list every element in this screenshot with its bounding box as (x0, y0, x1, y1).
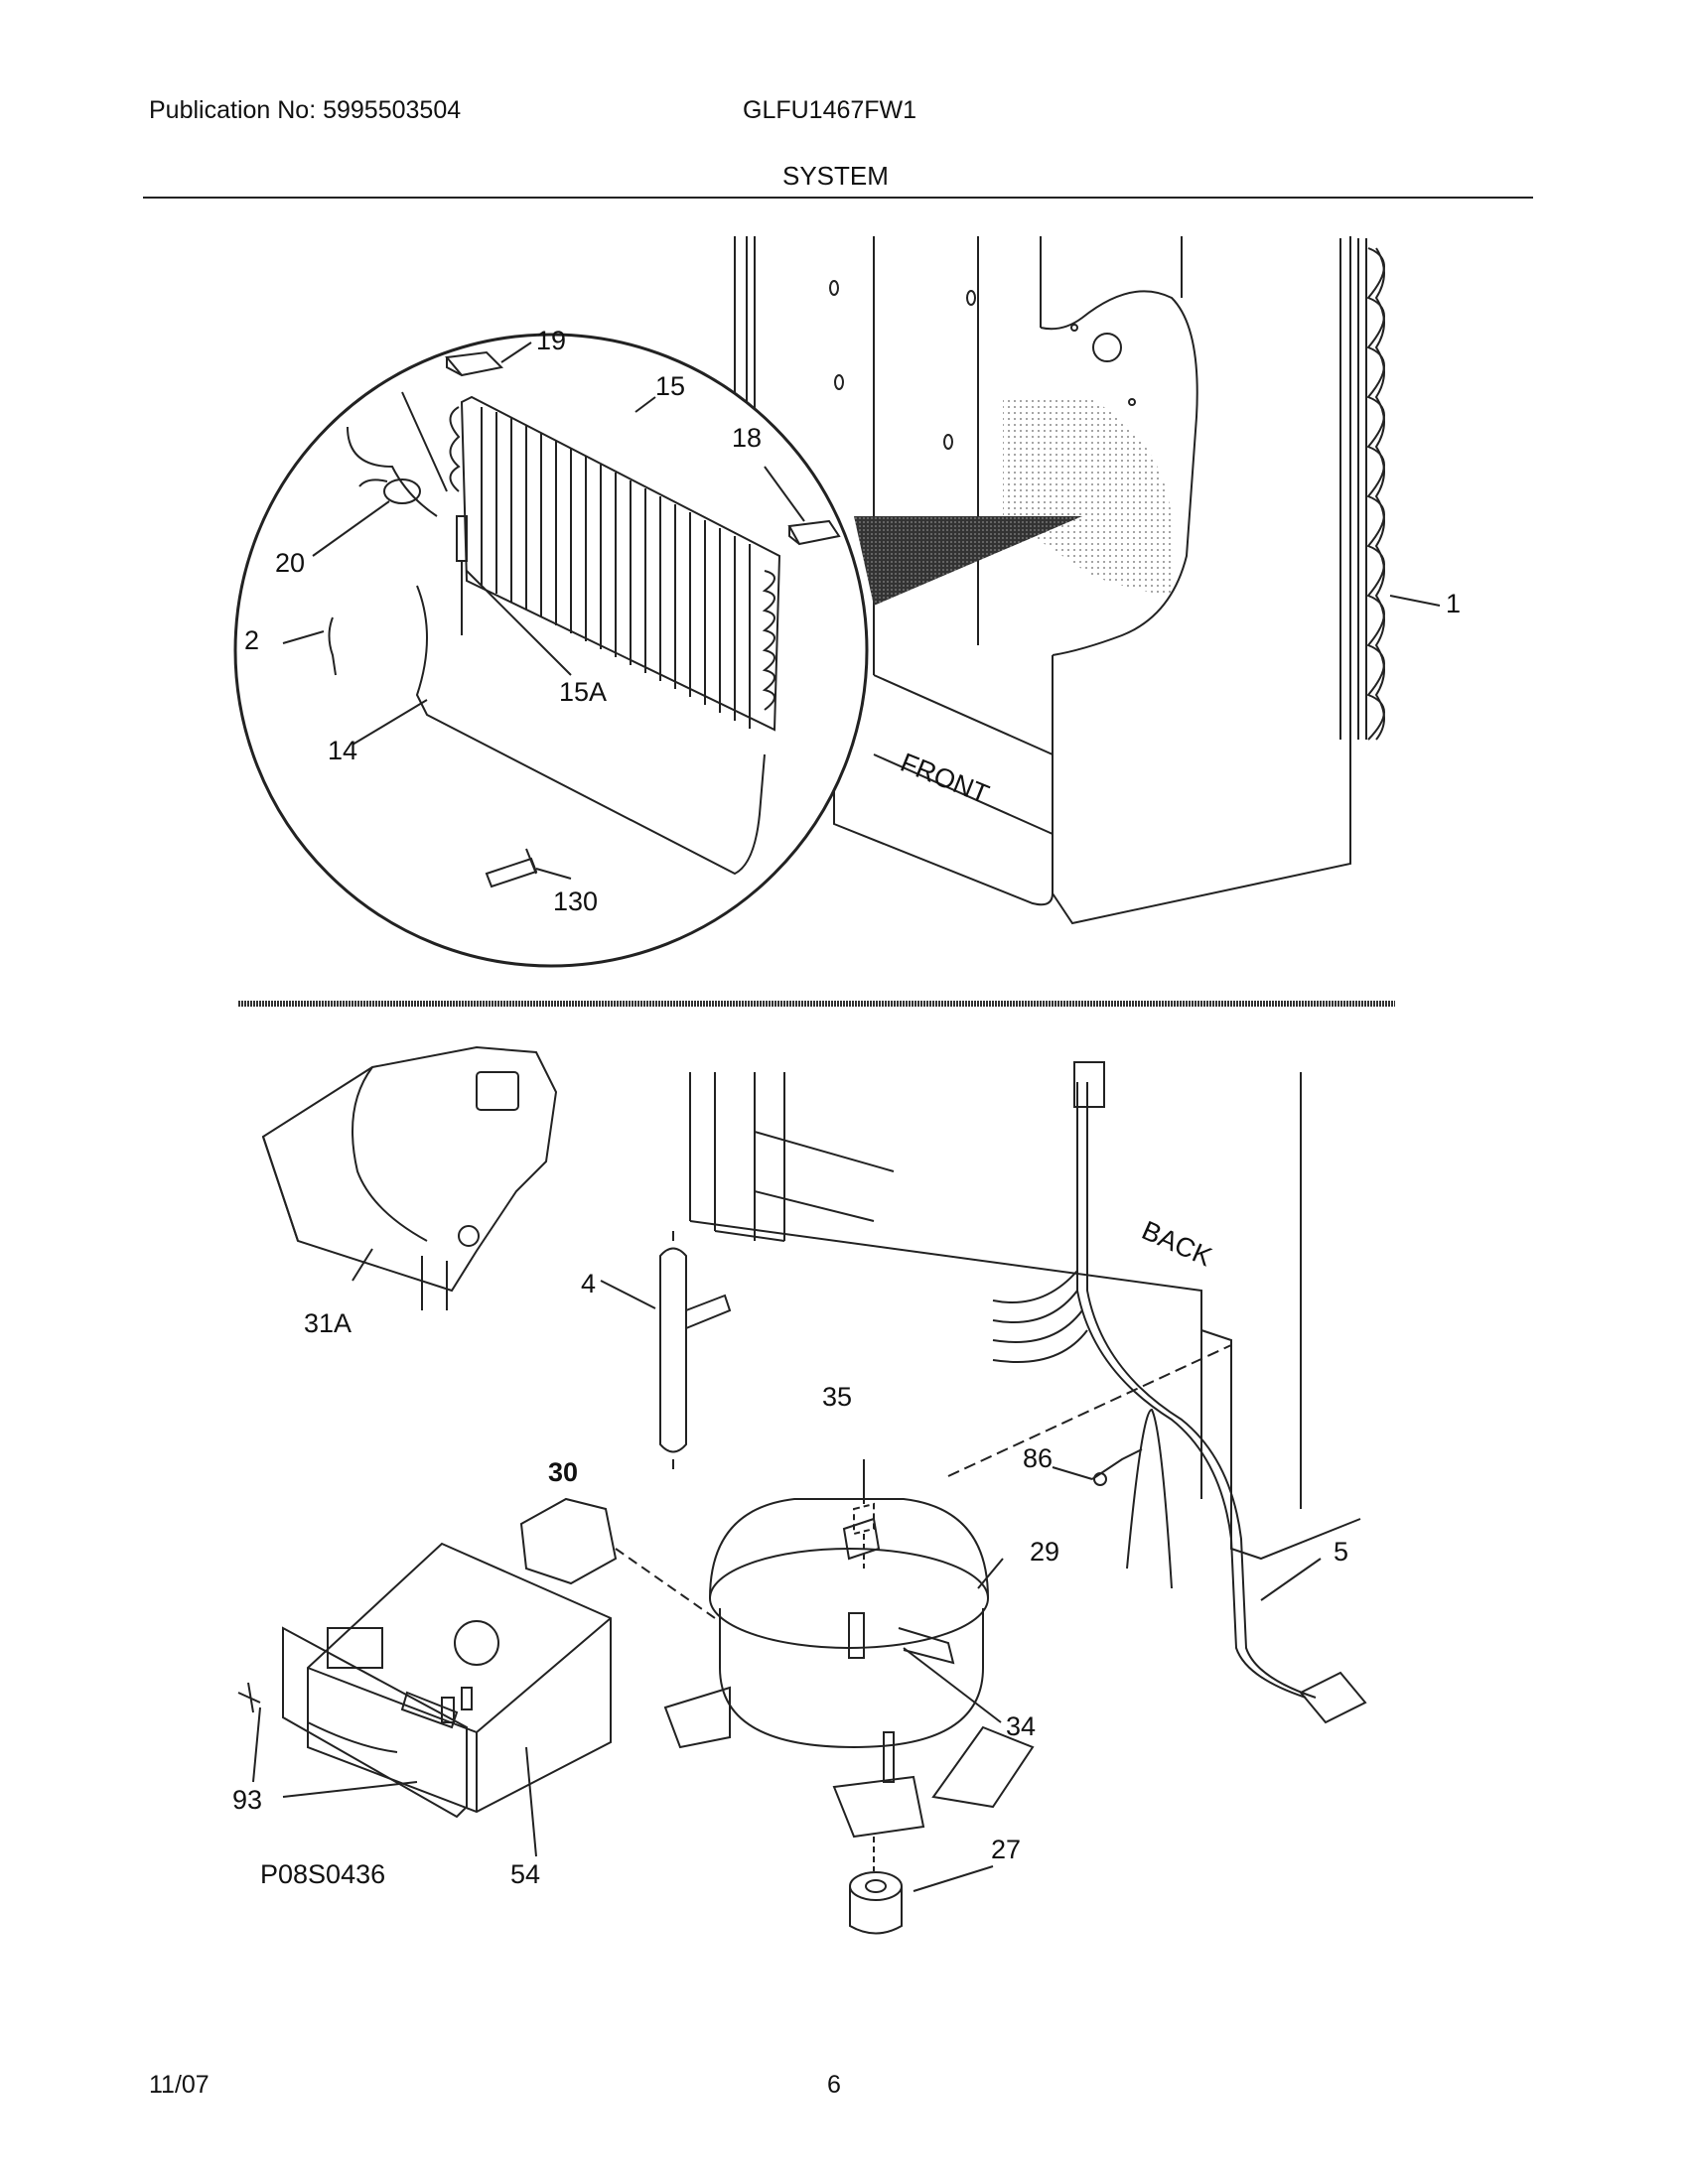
section-title: SYSTEM (782, 161, 889, 191)
callout-130: 130 (553, 887, 598, 916)
callout-34: 34 (1006, 1711, 1036, 1741)
callout-31A: 31A (304, 1308, 352, 1338)
filter-drier (659, 1231, 732, 1469)
control-box (282, 1542, 612, 1819)
callout-20: 20 (275, 548, 305, 578)
upper-view: FRONT (233, 236, 1441, 968)
ground-wire (1091, 1408, 1173, 1589)
grommet-35 (853, 1502, 875, 1569)
drawing-number: P08S0436 (260, 1859, 385, 1889)
detail-magnifier-circle (233, 333, 869, 968)
callout-35: 35 (822, 1382, 852, 1412)
callout-4: 4 (581, 1269, 596, 1298)
probe-wire (401, 391, 448, 492)
callout-29: 29 (1030, 1537, 1059, 1567)
lower-callouts: 31A 4 35 30 86 29 5 34 93 54 27 P08S0436 (232, 1269, 1348, 1889)
relay-overload (519, 1497, 716, 1619)
footer-date: 11/07 (149, 2071, 210, 2099)
callout-18: 18 (732, 423, 762, 453)
heater-harness (415, 585, 766, 876)
defrost-thermostat (347, 426, 438, 517)
back-label: BACK (1138, 1215, 1216, 1272)
callout-93: 93 (232, 1785, 262, 1815)
callout-86: 86 (1023, 1443, 1053, 1473)
callout-19: 19 (536, 326, 566, 355)
callout-14: 14 (328, 736, 357, 765)
evaporator-location-wedge (854, 516, 1082, 606)
callout-27: 27 (991, 1835, 1021, 1864)
callout-30: 30 (548, 1457, 578, 1487)
publication-number: Publication No: 5995503504 (149, 96, 462, 124)
ice-bucket (261, 1045, 558, 1310)
cabinet-back (689, 1072, 1361, 1561)
insulation-area (1003, 397, 1172, 596)
page-number: 6 (827, 2071, 841, 2099)
front-label: FRONT (897, 748, 993, 810)
header-rule (143, 197, 1533, 199)
rubber-grommet (849, 1837, 903, 1935)
condenser-coil (1339, 238, 1385, 741)
clip (328, 616, 337, 676)
callout-54: 54 (510, 1859, 540, 1889)
power-cord (992, 1061, 1367, 1724)
screw-93 (237, 1682, 261, 1713)
callout-1: 1 (1446, 589, 1461, 618)
fastener-130 (485, 848, 538, 888)
pad-19 (445, 350, 504, 377)
model-number: GLFU1467FW1 (743, 96, 917, 124)
callout-2: 2 (244, 625, 259, 655)
callout-15: 15 (655, 371, 685, 401)
upper-callouts: 19 15 18 20 2 15A 14 130 1 (244, 326, 1461, 916)
compressor (663, 1498, 1035, 1839)
pad-18 (787, 519, 841, 546)
callout-15A: 15A (559, 677, 607, 707)
callout-5: 5 (1334, 1537, 1348, 1567)
lower-view: BACK (237, 1045, 1367, 1935)
